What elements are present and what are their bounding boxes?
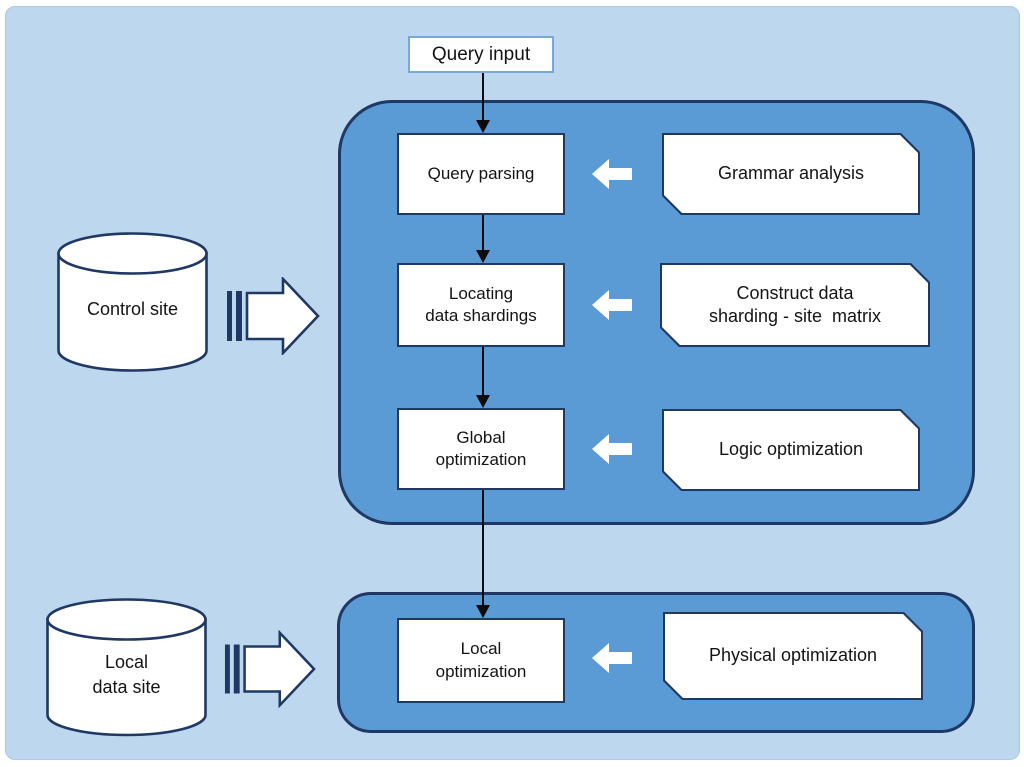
connector-parsing-to-locating (482, 215, 484, 251)
cut-box-fill (664, 411, 918, 489)
left-block-arrow-icon (592, 290, 632, 320)
left-block-arrow-icon (592, 434, 632, 464)
process-box-query-parsing: Query parsing (397, 133, 565, 215)
connector-locating-to-global (482, 347, 484, 396)
support-label: Construct data sharding - site matrix (708, 282, 882, 326)
striped-right-arrow-icon (227, 277, 320, 355)
arrowhead-icon (476, 120, 490, 133)
process-label: Global optimization (435, 427, 527, 469)
cut-box-fill (662, 265, 928, 345)
database-cylinder-local-data-site: Local data site (46, 598, 207, 737)
process-box-locating-data-shardings: Locating data shardings (397, 263, 565, 347)
left-block-arrow-icon (592, 643, 632, 673)
process-box-global-optimization: Global optimization (397, 408, 565, 490)
support-box-physical-optimization: Physical optimization (663, 612, 923, 700)
connector-global-to-local (482, 490, 484, 606)
arrowhead-icon (476, 250, 490, 263)
arrowhead-icon (476, 605, 490, 618)
process-box-local-optimization: Local optimization (397, 618, 565, 703)
support-label: Grammar analysis (717, 163, 865, 184)
cylinder-label: Local data site (92, 652, 161, 697)
process-label: Local optimization (435, 639, 527, 681)
cut-box-fill (664, 135, 918, 213)
striped-right-arrow-icon (224, 630, 316, 708)
support-box-logic-optimization: Logic optimization (662, 409, 920, 491)
database-cylinder-control-site: Control site (57, 232, 208, 372)
support-label: Logic optimization (718, 439, 864, 460)
left-block-arrow-icon (592, 159, 632, 189)
process-label: Query parsing (427, 163, 535, 183)
query-input-label: Query input (431, 43, 531, 65)
support-box-grammar-analysis: Grammar analysis (662, 133, 920, 215)
cylinder-shape (46, 598, 207, 737)
connector-query-input-to-parsing (482, 73, 484, 121)
process-label: Locating data shardings (425, 283, 537, 325)
query-input-box: Query input (408, 36, 554, 73)
arrowhead-icon (476, 395, 490, 408)
support-label: Physical optimization (708, 645, 878, 666)
cut-box-fill (665, 614, 921, 698)
cylinder-label: Control site (86, 298, 179, 319)
support-box-construct-data-sharding-site-matrix: Construct data sharding - site matrix (660, 263, 930, 347)
cylinder-shape (57, 232, 208, 372)
